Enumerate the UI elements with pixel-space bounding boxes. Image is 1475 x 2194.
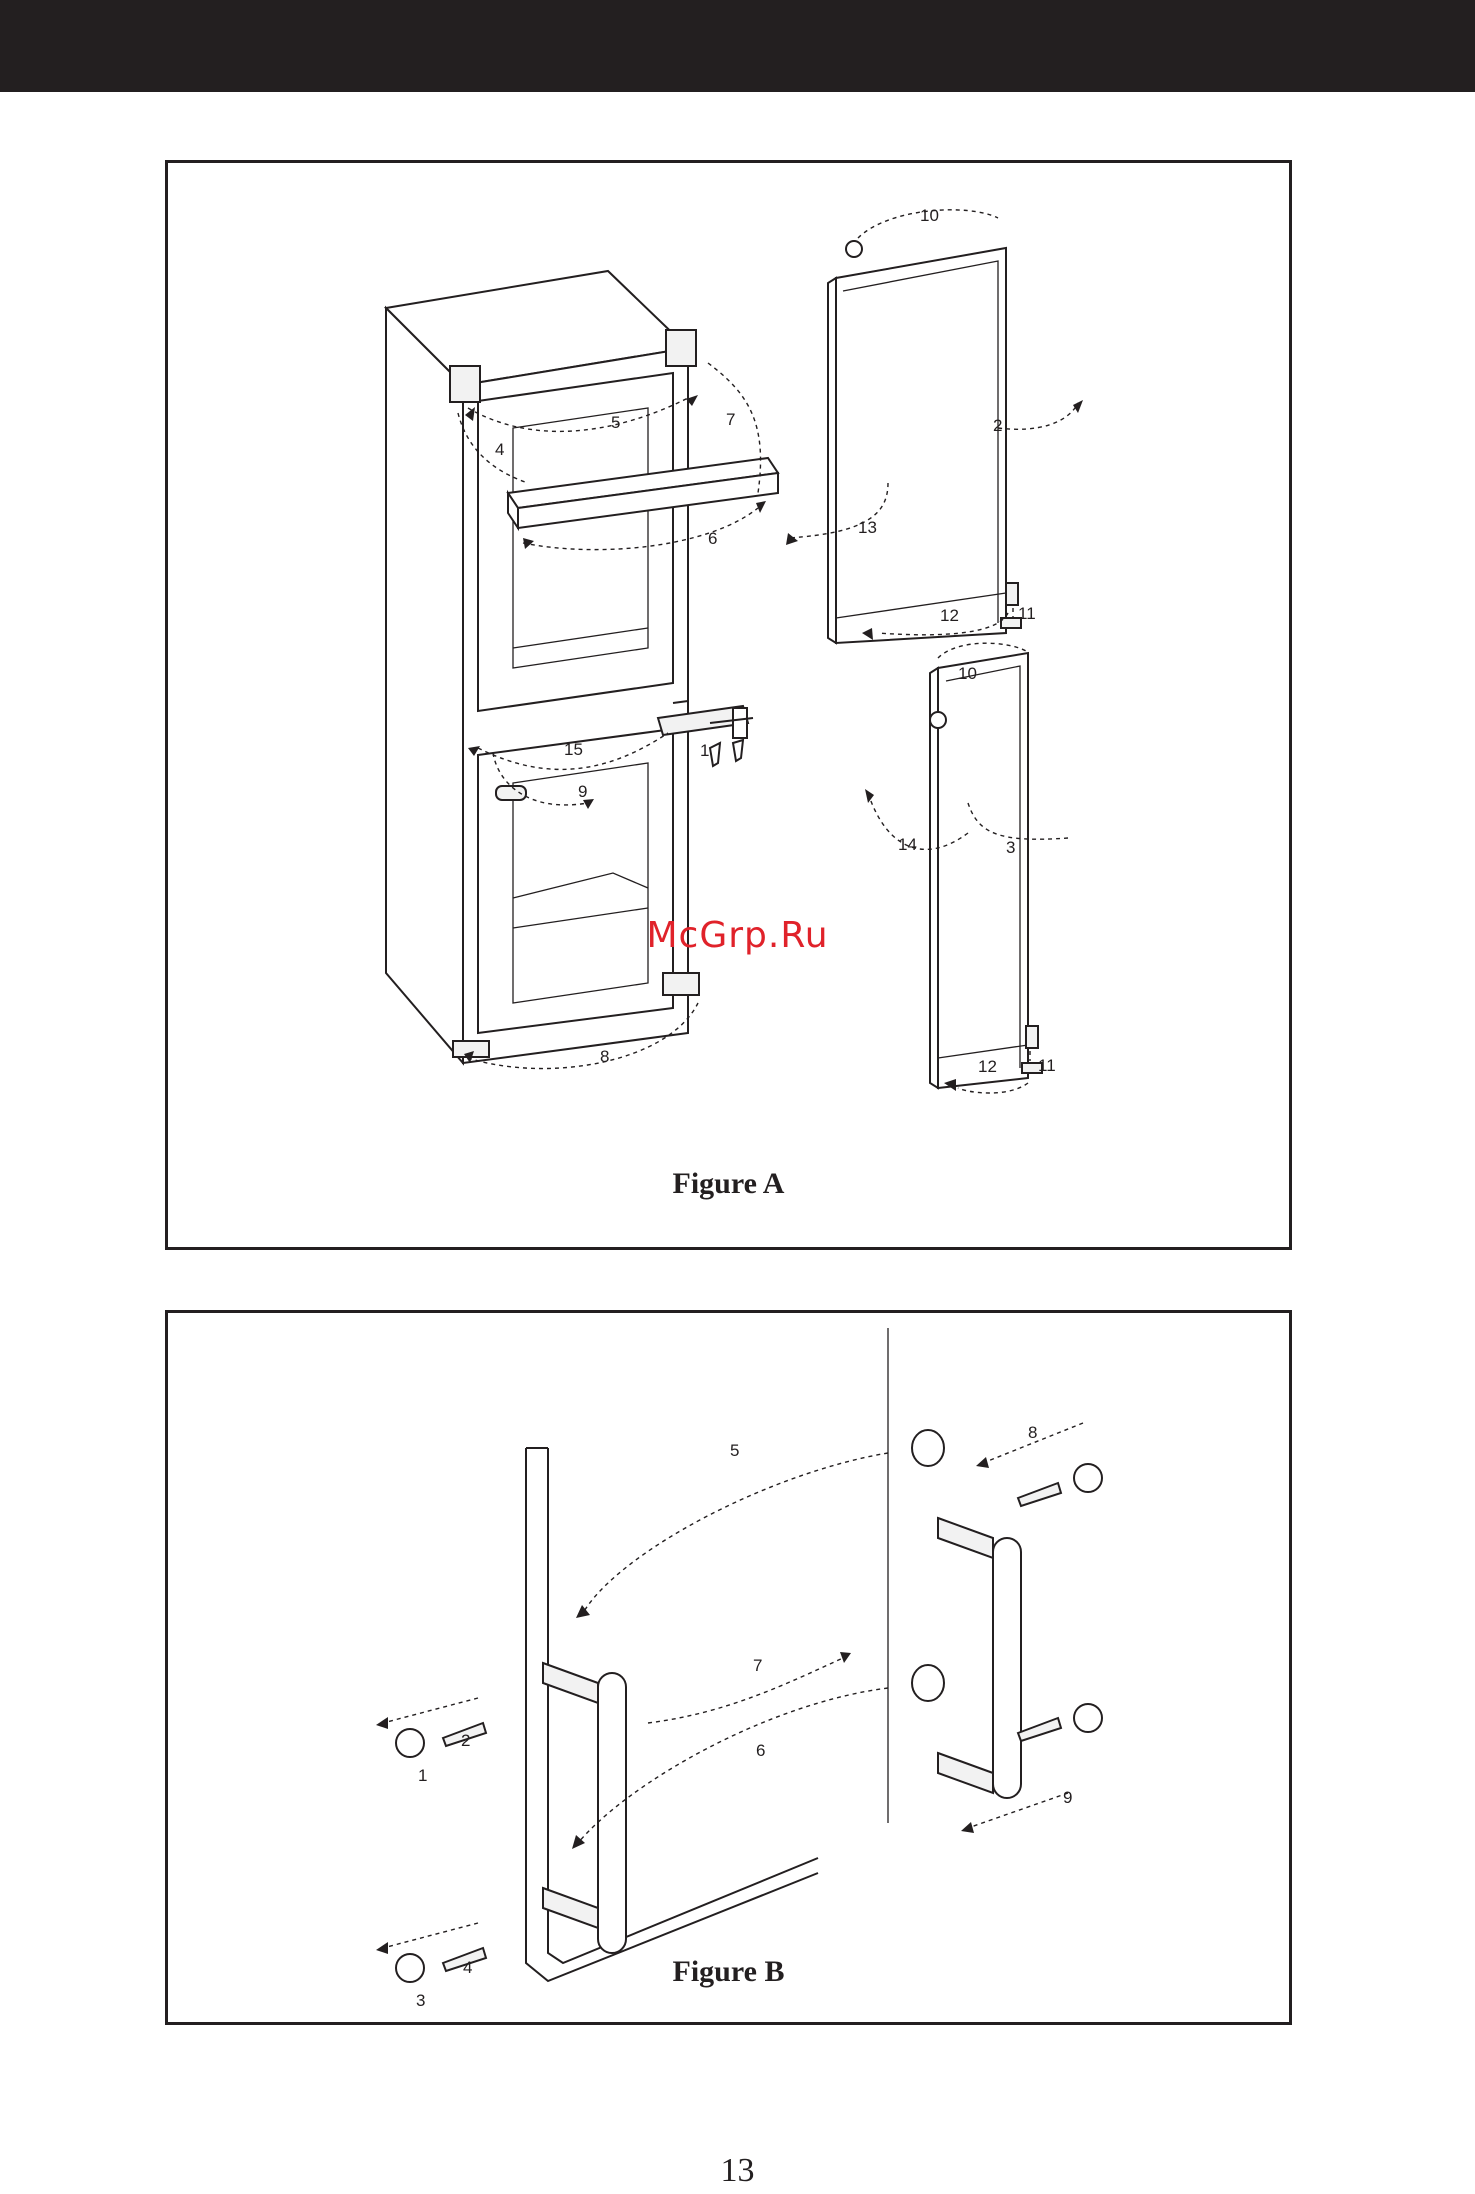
label-4: 4	[495, 440, 504, 459]
label-b8: 8	[1028, 1423, 1037, 1442]
label-12-bottom: 12	[978, 1057, 997, 1076]
lower-door-top-pin	[930, 712, 946, 728]
label-8: 8	[600, 1047, 609, 1066]
top-right-hinge	[666, 330, 696, 366]
figure-b-diagram: 5 8 7 2 6 1 9 4 3	[168, 1313, 1289, 2022]
label-b2: 2	[461, 1731, 470, 1750]
pin-top	[912, 1430, 944, 1466]
arrow-2	[998, 403, 1078, 429]
label-11-top: 11	[1018, 604, 1036, 623]
page-number: 13	[0, 2152, 1475, 2190]
label-9: 9	[578, 782, 587, 801]
upper-door	[828, 248, 1006, 643]
arrow-b5	[583, 1453, 888, 1613]
label-2: 2	[993, 416, 1002, 435]
label-14: 14	[898, 835, 917, 854]
label-15: 15	[564, 740, 583, 759]
label-10-bottom: 10	[958, 664, 977, 683]
lower-door-bottom-pin	[1026, 1026, 1038, 1048]
label-b9: 9	[1063, 1788, 1072, 1807]
label-11-bottom: 11	[1038, 1056, 1056, 1075]
washer-right-top	[1074, 1464, 1102, 1492]
figure-a-frame: 10 5 7 2 4 6 13 12 11 10 15 1 9 14 3 8 1…	[165, 160, 1292, 1250]
figure-a-diagram: 10 5 7 2 4 6 13 12 11 10 15 1 9 14 3 8 1…	[168, 163, 1289, 1247]
watermark-text: McGrp.Ru	[0, 915, 1475, 956]
label-b6: 6	[756, 1741, 765, 1760]
label-3: 3	[1006, 838, 1015, 857]
figure-b-caption: Figure B	[168, 1955, 1289, 1989]
door-handle	[543, 1663, 626, 1953]
upper-door-bottom-pin	[1006, 583, 1018, 605]
label-10-top: 10	[920, 206, 939, 225]
top-left-hinge	[450, 366, 480, 402]
label-1: 1	[700, 741, 709, 760]
figure-b-frame: 5 8 7 2 6 1 9 4 3 Figure B	[165, 1310, 1292, 2025]
label-5: 5	[611, 413, 620, 432]
label-b1: 1	[418, 1766, 427, 1785]
label-b3: 3	[416, 1991, 425, 2010]
label-b7: 7	[753, 1656, 762, 1675]
header-bar	[0, 0, 1475, 92]
detached-handle	[938, 1518, 1021, 1798]
screw-right-bottom	[1018, 1718, 1061, 1741]
cap-1	[396, 1729, 424, 1757]
left-hinge-pin	[496, 786, 526, 800]
pin-bottom	[912, 1665, 944, 1701]
label-7: 7	[726, 410, 735, 429]
figure-a-caption: Figure A	[168, 1167, 1289, 1201]
upper-door-top-pin	[846, 241, 862, 257]
label-6: 6	[708, 529, 717, 548]
washer-right-bottom	[1074, 1704, 1102, 1732]
bottom-right-bracket	[663, 973, 699, 995]
arrow-b7	[648, 1658, 843, 1723]
label-13: 13	[858, 518, 877, 537]
label-12-top: 12	[940, 606, 959, 625]
label-b5: 5	[730, 1441, 739, 1460]
screw-right-top	[1018, 1483, 1061, 1506]
